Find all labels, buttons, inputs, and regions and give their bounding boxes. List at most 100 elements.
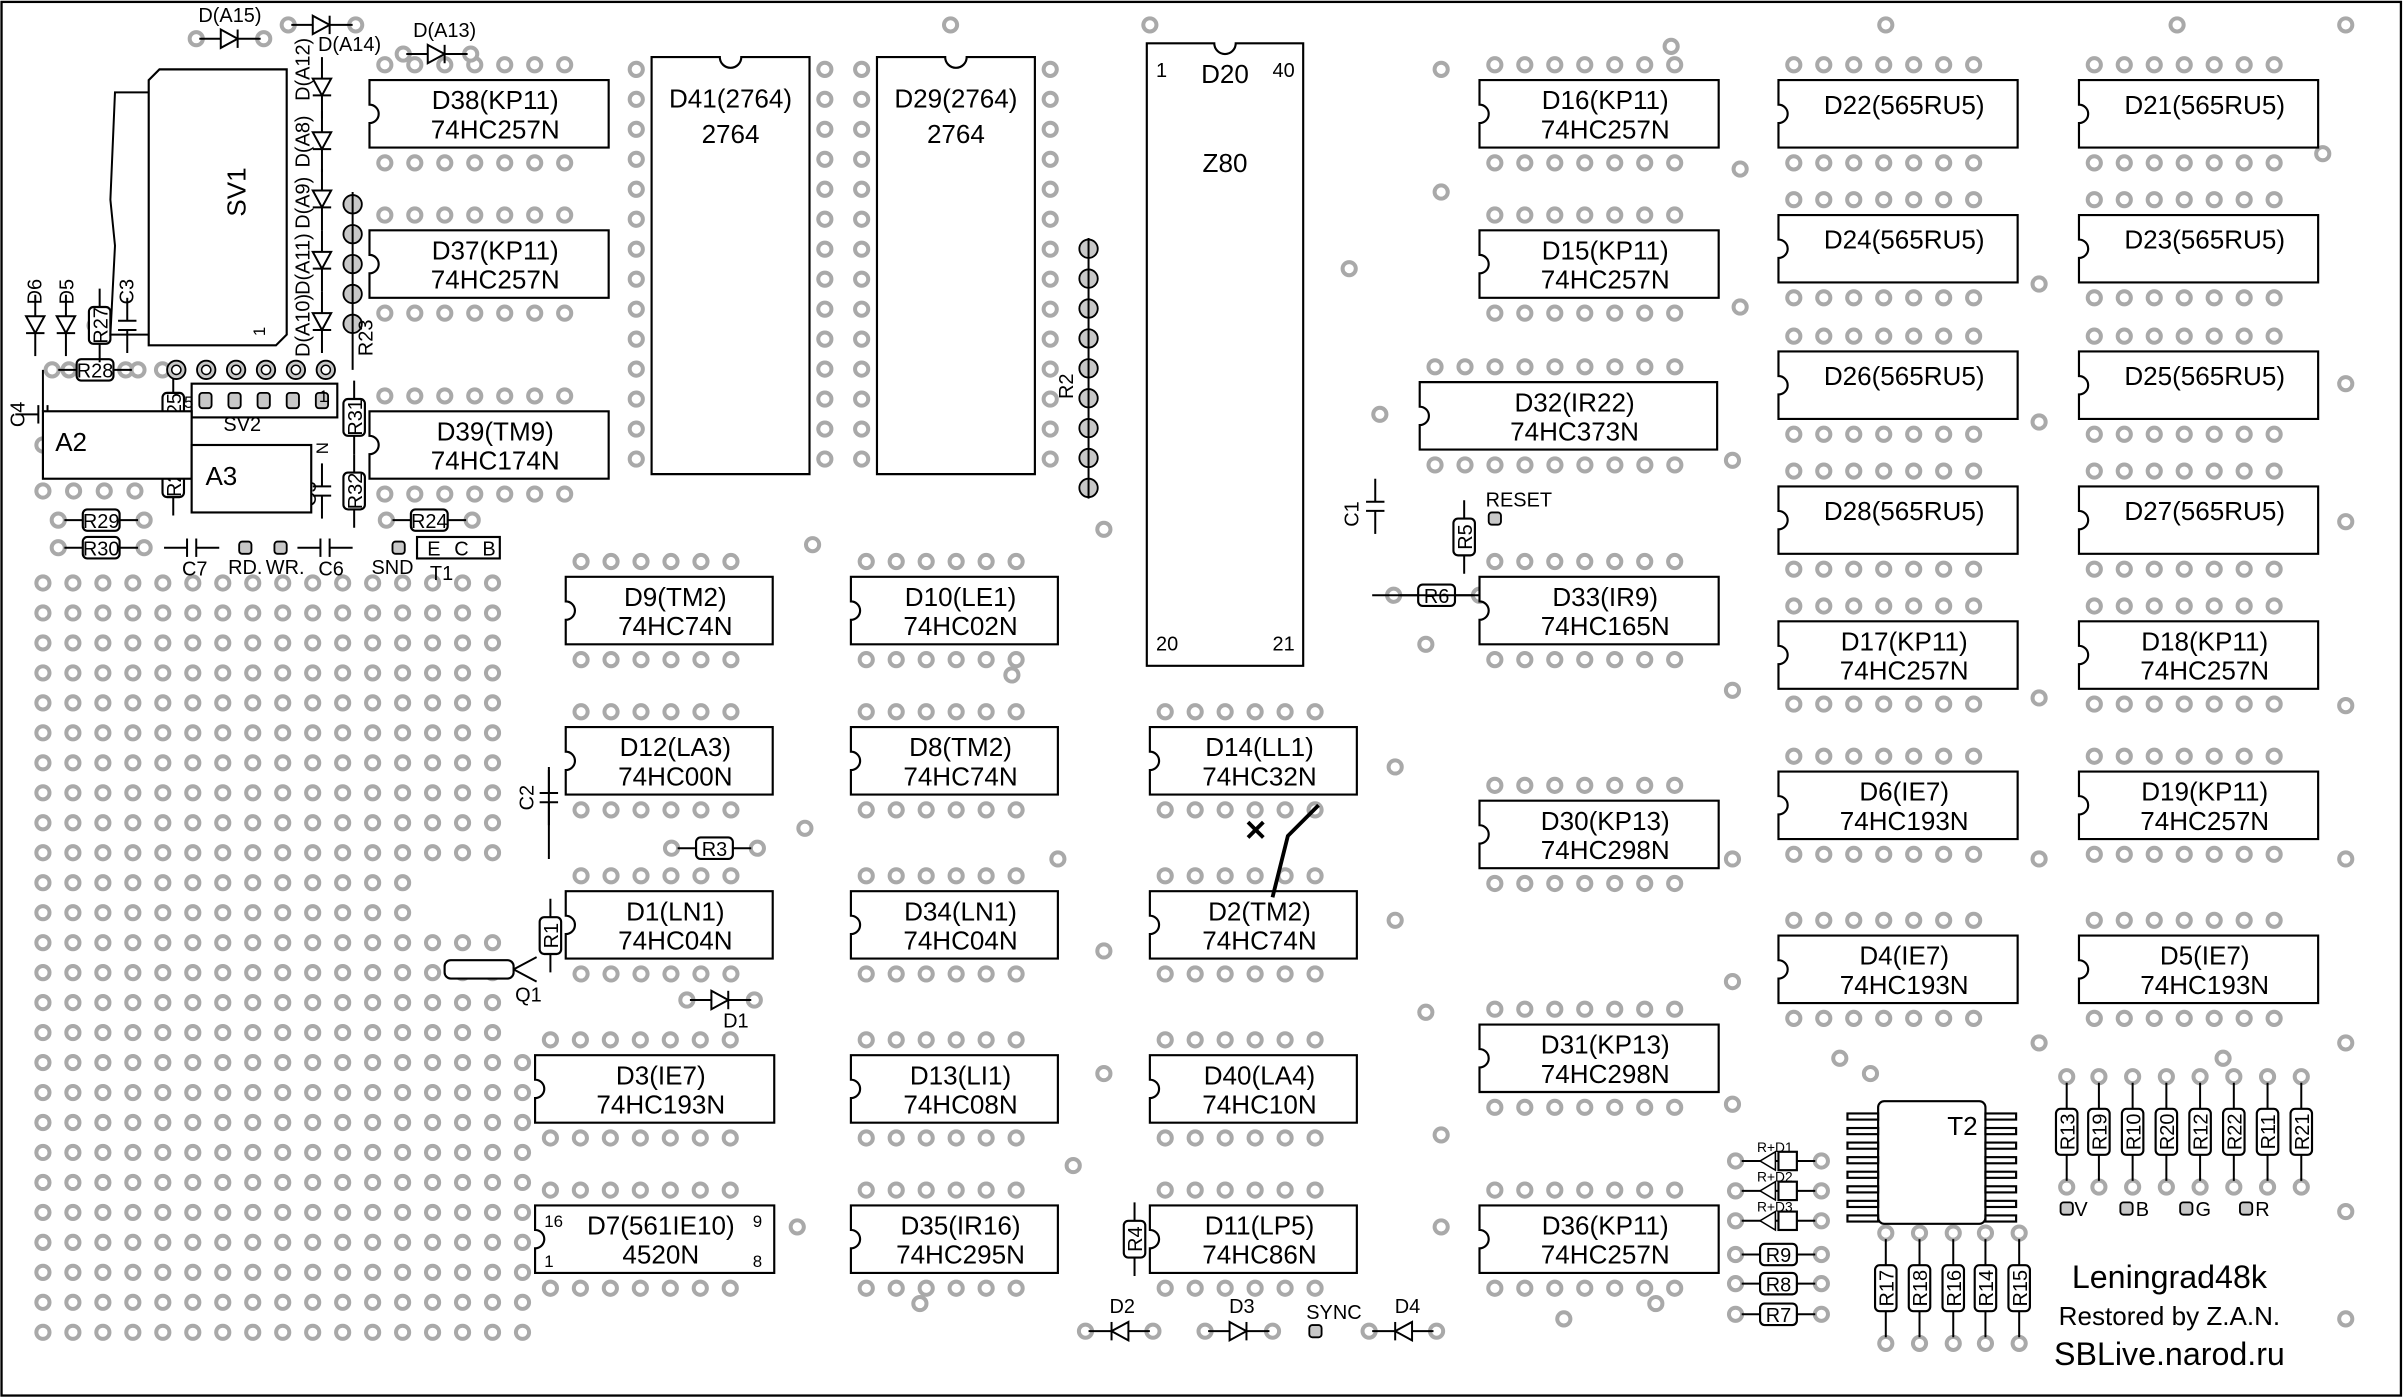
- via-hole: [423, 1233, 442, 1251]
- via-hole: [94, 1323, 112, 1341]
- via-hole: [304, 874, 322, 892]
- chip-part-label: 74HC10N: [1202, 1089, 1316, 1119]
- via-hole: [2265, 56, 2283, 74]
- via-hole: [1606, 56, 1624, 74]
- via-hole: [274, 1053, 292, 1072]
- ic-chip: D15(KP11)74HC257N: [1478, 229, 1720, 299]
- via-hole: [556, 387, 574, 405]
- via-hole: [394, 574, 412, 592]
- via-hole: [214, 1203, 232, 1222]
- via-hole: [483, 574, 502, 592]
- via-hole: [483, 1263, 502, 1281]
- via-hole: [1041, 360, 1059, 378]
- via-hole: [304, 1143, 322, 1162]
- via-hole: [1386, 758, 1404, 776]
- resistor-label: R8: [1766, 1274, 1791, 1296]
- via-hole: [214, 694, 232, 712]
- via-hole: [483, 844, 502, 862]
- via-hole: [1216, 1181, 1234, 1199]
- via-hole: [1516, 1181, 1534, 1199]
- ic-body: [2077, 770, 2320, 841]
- chip-part-label: 74HC295N: [896, 1240, 1025, 1270]
- via-hole: [483, 1083, 502, 1102]
- via-hole: [483, 994, 502, 1012]
- via-hole: [394, 1053, 412, 1072]
- sync-label: SYNC: [1306, 1302, 1361, 1324]
- ic-body: [1148, 1204, 1358, 1274]
- out-v-label: V: [2074, 1199, 2088, 1221]
- via-hole: [1905, 191, 1923, 209]
- via-hole: [214, 724, 232, 742]
- via-hole: [2235, 560, 2253, 578]
- via-hole: [453, 754, 472, 772]
- via-hole: [1486, 1279, 1504, 1297]
- ic-body: [2077, 213, 2320, 284]
- via-hole: [1216, 867, 1234, 885]
- resistor-label: R4: [1125, 1226, 1147, 1251]
- via-hole: [184, 934, 202, 952]
- via-hole: [1636, 304, 1654, 322]
- resistor-body: [2255, 1107, 2280, 1156]
- via-hole: [483, 1113, 502, 1132]
- via-hole: [887, 552, 905, 571]
- via-hole: [1186, 867, 1204, 885]
- via-hole: [1636, 1279, 1654, 1297]
- via-hole: [184, 784, 202, 802]
- resistor: R18: [1907, 1239, 1932, 1338]
- via-hole: [1965, 289, 1983, 307]
- via-hole: [394, 784, 412, 802]
- cpu-pin40-label: 40: [1273, 60, 1295, 82]
- via-hole: [1041, 300, 1059, 318]
- via-hole: [977, 1181, 995, 1199]
- via-hole: [453, 1143, 472, 1162]
- via-hole: [64, 694, 82, 712]
- via-hole: [394, 664, 412, 682]
- via-hole: [2205, 327, 2223, 345]
- via-hole: [1276, 1031, 1294, 1049]
- chip-ref-label: D31(KP13): [1541, 1030, 1670, 1060]
- via-hole: [34, 1173, 52, 1192]
- chip-part-label: 74HC193N: [2140, 970, 2269, 1000]
- via-hole: [1905, 845, 1923, 863]
- via-hole: [556, 206, 574, 224]
- via-hole: [1965, 56, 1983, 74]
- diode: [24, 294, 47, 357]
- via-hole: [483, 934, 502, 952]
- ic-body: [1777, 350, 2019, 421]
- via-hole: [423, 964, 442, 982]
- via-hole: [2205, 911, 2223, 929]
- via-hole: [1546, 154, 1564, 172]
- via-hole: [453, 1203, 472, 1222]
- chip-part-label: 4520N: [622, 1240, 699, 1270]
- via-hole: [1216, 703, 1234, 721]
- resistor-body: [1122, 1219, 1147, 1259]
- via-hole: [526, 485, 544, 503]
- via-hole: [853, 300, 871, 318]
- chip-ref-label: D34(LN1): [904, 896, 1017, 926]
- via-hole: [857, 1129, 875, 1147]
- resistor: R14: [1973, 1239, 1998, 1338]
- via-hole: [304, 844, 322, 862]
- via-hole: [394, 964, 412, 982]
- led-triangle: [1758, 1180, 1777, 1202]
- via-hole: [1576, 1181, 1594, 1199]
- via-hole: [947, 651, 965, 669]
- sv2-pin1-label: 1: [319, 387, 328, 406]
- resistor-body: [1758, 1242, 1798, 1267]
- via-hole: [917, 1129, 935, 1147]
- t1-label: T1: [430, 563, 453, 585]
- resistor-body: [538, 916, 563, 956]
- diode-triangle: [426, 43, 447, 65]
- via-hole: [977, 651, 995, 669]
- capacitor: [297, 538, 353, 557]
- via-hole: [423, 604, 442, 622]
- via-hole: [364, 634, 382, 652]
- diode: [311, 169, 333, 231]
- ic-body: [1478, 229, 1720, 299]
- capacitor-label: C1: [1341, 501, 1363, 526]
- via-hole: [977, 1031, 995, 1049]
- via-hole: [334, 1083, 352, 1102]
- via-hole: [34, 934, 52, 952]
- via-hole: [1666, 651, 1684, 669]
